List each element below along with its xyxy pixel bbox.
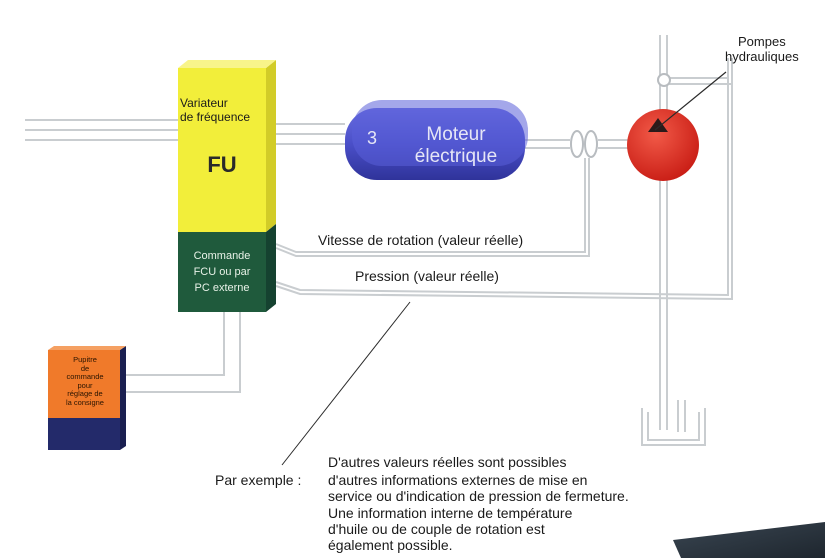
pupitre-line3: commande — [66, 372, 104, 381]
control-unit-label: Commande FCU ou par PC externe — [178, 248, 266, 296]
note-line3: service ou d'indication de pression de f… — [328, 488, 629, 504]
motor-label-line2: électrique — [414, 146, 498, 167]
motor-label-line1: Moteur — [426, 124, 486, 145]
fu-code-label: FU — [207, 152, 237, 177]
pumps-label-line1: Pompes — [738, 34, 786, 49]
hydraulic-tank — [641, 400, 706, 446]
hydraulic-pipe — [659, 35, 732, 400]
setpoint-lines — [122, 312, 241, 393]
example-prefix: Par exemple : — [215, 472, 302, 488]
setpoint-console — [48, 346, 126, 450]
setpoint-console-label: Pupitre de commande pour réglage de la c… — [50, 355, 120, 407]
pupitre-line5: réglage de — [67, 389, 103, 398]
pressure-feedback-line — [275, 58, 733, 301]
pupitre-line1: Pupitre — [73, 355, 97, 364]
pupitre-line2: de — [80, 363, 90, 373]
pressure-signal-label: Pression (valeur réelle) — [355, 268, 499, 284]
motor-number: 3 — [367, 128, 378, 148]
coupling — [570, 130, 598, 158]
hydraulic-pump — [627, 109, 699, 181]
pumps-label-line2: hydrauliques — [725, 49, 799, 64]
fu-title-line2: de fréquence — [180, 110, 251, 124]
note-line5: d'huile ou de couple de rotation est — [328, 521, 545, 537]
tablet-device — [673, 522, 825, 558]
note-line6: également possible. — [328, 537, 453, 553]
control-line1: Commande — [193, 250, 251, 262]
control-line3: PC externe — [194, 282, 250, 294]
pump-label-leader — [654, 71, 727, 131]
electric-motor — [345, 100, 528, 180]
pipe-junction-icon — [657, 73, 671, 87]
note-line1: D'autres valeurs réelles sont possibles — [328, 454, 567, 470]
fu-title: Variateur de fréquence — [180, 96, 266, 124]
control-line2: FCU ou par — [193, 266, 251, 278]
fu-motor-lines — [266, 123, 345, 145]
drive-shaft — [525, 139, 632, 149]
power-input-lines — [25, 119, 178, 141]
control-unit-box — [178, 224, 276, 312]
note-line2: d'autres informations externes de mise e… — [328, 472, 588, 488]
speed-feedback-line — [275, 158, 590, 257]
frequency-converter-box — [178, 60, 276, 232]
motor-label: Moteur électrique — [396, 124, 516, 168]
pupitre-line6: la consigne — [66, 397, 104, 407]
pump-arrow-icon — [648, 118, 668, 132]
note-leader-line — [281, 301, 411, 466]
note-line4: Une information interne de température — [328, 505, 573, 521]
pumps-label: Pompes hydrauliques — [725, 34, 799, 64]
speed-signal-label: Vitesse de rotation (valeur réelle) — [318, 232, 524, 248]
fu-title-line1: Variateur — [180, 96, 228, 110]
pupitre-line4: pour — [77, 380, 93, 390]
